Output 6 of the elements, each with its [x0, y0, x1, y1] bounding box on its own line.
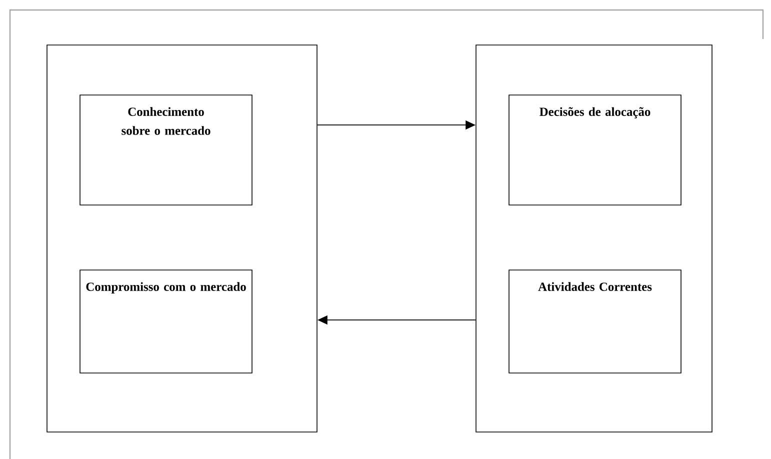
text-box: Conhecimento sobre o mercado — [80, 94, 252, 206]
text-box: Compromisso com o mercado — [80, 270, 252, 374]
text-box: Decisões de alocação — [508, 94, 682, 206]
group-box — [46, 44, 318, 432]
text-box: Atividades Correntes — [508, 270, 682, 374]
group-box — [476, 44, 712, 432]
